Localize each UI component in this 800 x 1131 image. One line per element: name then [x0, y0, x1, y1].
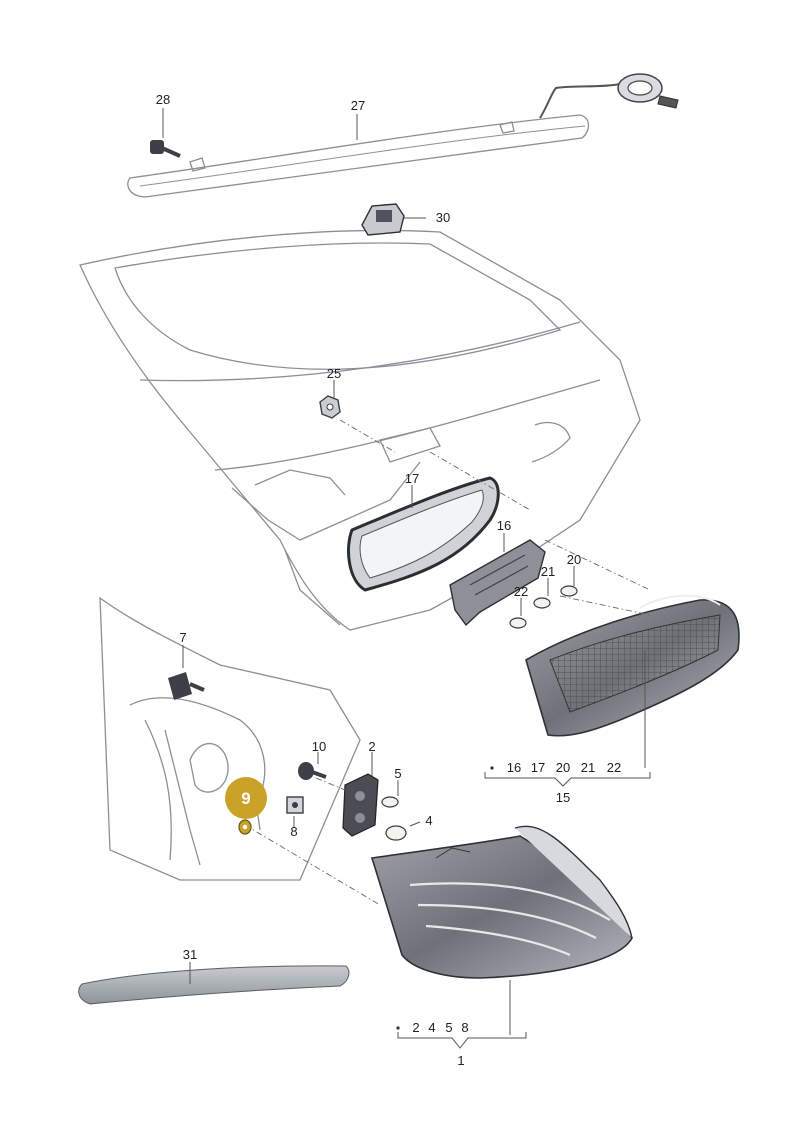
group-15-labels: 16 17 20 21 22 — [507, 760, 621, 775]
part-27-brake-light-bar — [127, 73, 679, 198]
part-15-inner-tail-lamp — [525, 594, 740, 737]
callout-17: 17 — [405, 471, 419, 486]
part-10-bolt — [298, 762, 327, 780]
group-1-label: 2 — [412, 1020, 419, 1035]
assembly-lines — [244, 419, 651, 906]
part-16-bulb-holder — [449, 539, 546, 627]
group-15-label: 20 — [556, 760, 570, 775]
callout-7: 7 — [179, 630, 186, 645]
part-8-clip-nut — [286, 796, 304, 814]
callout-5: 5 — [394, 766, 401, 781]
group-bracket-1 — [397, 1032, 527, 1049]
group-1-label: 4 — [428, 1020, 435, 1035]
callout-22: 22 — [514, 584, 528, 599]
callout-15: 15 — [556, 790, 570, 805]
part-30-plate-light — [361, 203, 405, 236]
callout-10: 10 — [312, 739, 326, 754]
part-4-bulb — [385, 825, 407, 841]
callout-2: 2 — [368, 739, 375, 754]
callout-28: 28 — [156, 92, 170, 107]
bracket-dot — [396, 1026, 400, 1030]
part-28-screw — [150, 140, 181, 158]
group-15-label: 16 — [507, 760, 521, 775]
part-1-outer-tail-lamp — [370, 825, 633, 979]
group-1-labels: 2 4 5 8 — [412, 1020, 468, 1035]
callout-25: 25 — [327, 366, 341, 381]
highlight-part-9[interactable]: 9 — [225, 777, 267, 835]
part-20-bulb — [560, 585, 578, 597]
bracket-dot — [490, 766, 494, 770]
side-panel — [99, 596, 361, 881]
callout-9: 9 — [241, 789, 250, 808]
group-15-label: 17 — [531, 760, 545, 775]
callout-16: 16 — [497, 518, 511, 533]
leader-lines — [162, 108, 646, 1035]
callout-1: 1 — [457, 1053, 464, 1068]
part-22-bulb — [509, 617, 527, 629]
part-7-adjuster — [168, 672, 205, 700]
group-1-label: 8 — [461, 1020, 468, 1035]
rear-window — [114, 242, 562, 370]
callout-21: 21 — [541, 564, 555, 579]
part-17-gasket — [346, 476, 500, 592]
group-bracket-15 — [484, 772, 651, 787]
callout-20: 20 — [567, 552, 581, 567]
callout-31: 31 — [183, 947, 197, 962]
callout-27: 27 — [351, 98, 365, 113]
part-2-bulb-carrier — [342, 773, 379, 837]
group-1-label: 5 — [445, 1020, 452, 1035]
callout-4: 4 — [425, 813, 432, 828]
part-5-bulb — [381, 796, 399, 808]
group-15-label: 21 — [581, 760, 595, 775]
callout-8: 8 — [290, 824, 297, 839]
callout-30: 30 — [436, 210, 450, 225]
part-25-nut — [319, 395, 341, 419]
part-21-bulb — [533, 597, 551, 609]
group-15-label: 22 — [607, 760, 621, 775]
part-31-trim-strip — [78, 965, 350, 1005]
tailgate-body — [79, 229, 641, 631]
